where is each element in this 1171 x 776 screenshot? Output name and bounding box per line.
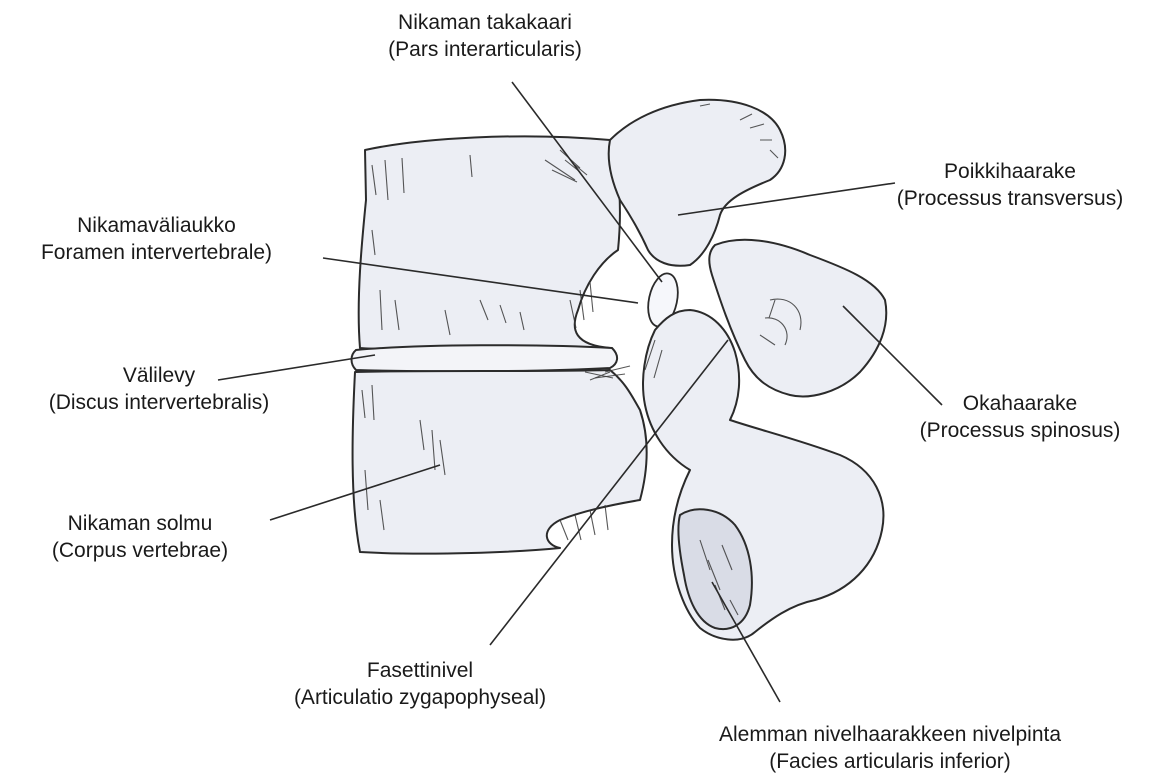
label-facet-name: Fasettinivel (250, 657, 590, 684)
lower-vertebral-body (353, 370, 647, 554)
label-pars-name: Nikaman takakaari (345, 9, 625, 36)
label-corpus-vertebrae: Nikaman solmu (Corpus vertebrae) (20, 510, 260, 564)
intervertebral-disc (352, 345, 618, 371)
label-facies-articularis-inferior: Alemman nivelhaarakkeen nivelpinta (Faci… (680, 721, 1100, 775)
label-transverse-latin: (Processus transversus) (860, 185, 1160, 212)
label-spinous-name: Okahaarake (880, 390, 1160, 417)
label-pars-interarticularis: Nikaman takakaari (Pars interarticularis… (345, 9, 625, 63)
label-processus-transversus: Poikkihaarake (Processus transversus) (860, 158, 1160, 212)
label-transverse-name: Poikkihaarake (860, 158, 1160, 185)
label-inferior-latin: (Facies articularis inferior) (680, 748, 1100, 775)
label-foramen-latin: Foramen intervertebrale) (4, 239, 309, 266)
label-foramen-name: Nikamaväliaukko (4, 212, 309, 239)
label-spinous-latin: (Processus spinosus) (880, 417, 1160, 444)
label-disc-name: Välilevy (4, 362, 314, 389)
label-body-latin: (Corpus vertebrae) (20, 537, 260, 564)
label-disc-latin: (Discus intervertebralis) (4, 389, 314, 416)
label-inferior-name: Alemman nivelhaarakkeen nivelpinta (680, 721, 1100, 748)
label-discus-intervertebralis: Välilevy (Discus intervertebralis) (4, 362, 314, 416)
label-pars-latin: (Pars interarticularis) (345, 36, 625, 63)
label-facet-latin: (Articulatio zygapophyseal) (250, 684, 590, 711)
label-processus-spinosus: Okahaarake (Processus spinosus) (880, 390, 1160, 444)
label-body-name: Nikaman solmu (20, 510, 260, 537)
label-foramen-intervertebrale: Nikamaväliaukko Foramen intervertebrale) (4, 212, 309, 266)
label-articulatio-zygapophyseal: Fasettinivel (Articulatio zygapophyseal) (250, 657, 590, 711)
